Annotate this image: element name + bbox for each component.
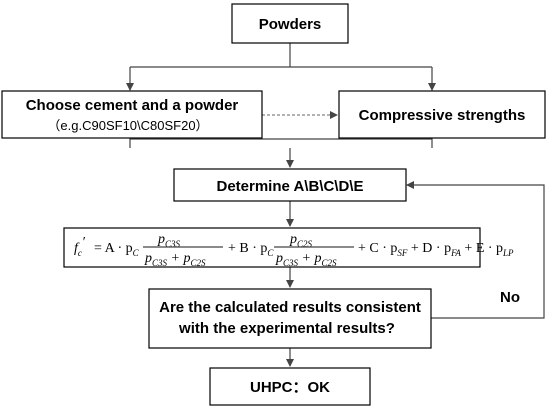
node-powders-label: Powders bbox=[259, 16, 322, 33]
node-choose-line1: Choose cement and a powder bbox=[26, 97, 239, 114]
node-formula: fc′ = A · pC pC3S pC3S + pC2S + B · pC p… bbox=[63, 227, 514, 268]
svg-text:= A · pC: = A · pC bbox=[94, 241, 140, 258]
edge-label-no: No bbox=[500, 289, 520, 306]
node-result: UHPC：OK bbox=[209, 367, 371, 406]
node-determine: Determine A\B\C\D\E bbox=[173, 168, 407, 202]
svg-text:+ C · pSF + D · pFA + E · pLP: + C · pSF + D · pFA + E · pLP bbox=[358, 241, 514, 258]
node-compressive-label: Compressive strengths bbox=[359, 107, 526, 124]
node-result-label: UHPC：OK bbox=[250, 379, 330, 396]
node-question: Are the calculated results consistent wi… bbox=[148, 288, 432, 349]
node-choose-cement: Choose cement and a powder （e.g.C90SF10\… bbox=[1, 90, 263, 139]
node-question-line2: with the experimental results? bbox=[178, 320, 395, 337]
connectors bbox=[126, 43, 545, 367]
node-determine-label: Determine A\B\C\D\E bbox=[217, 178, 364, 195]
node-choose-line2: （e.g.C90SF10\C80SF20） bbox=[47, 118, 208, 133]
node-powders: Powders bbox=[231, 3, 349, 44]
node-question-line1: Are the calculated results consistent bbox=[159, 299, 421, 316]
svg-text:+ B · pC: + B · pC bbox=[228, 241, 274, 258]
edge-no-loop bbox=[406, 181, 545, 319]
node-compressive-strengths: Compressive strengths bbox=[338, 90, 546, 139]
